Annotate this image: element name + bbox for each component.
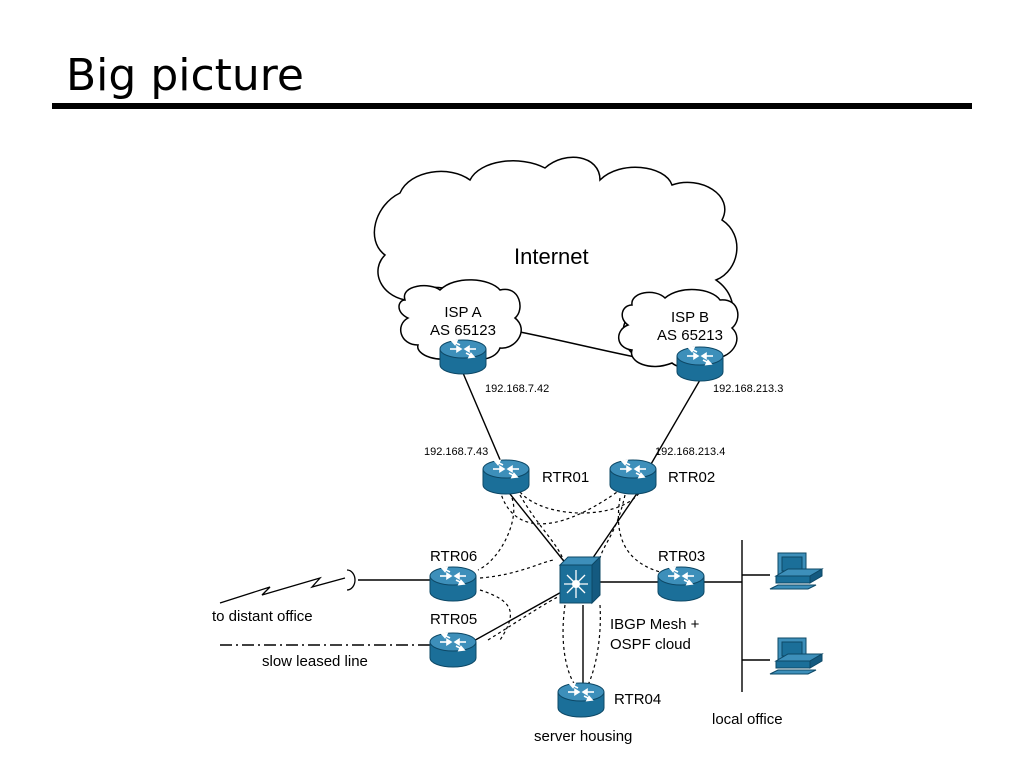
slide-title: Big picture (66, 50, 305, 101)
rtr01-label: RTR01 (542, 469, 589, 486)
title-rule (52, 103, 972, 109)
isp-a-cloud (398, 279, 522, 361)
rtr02-ip: 192.168.213.4 (655, 446, 725, 458)
rtr04-label: RTR04 (614, 691, 661, 708)
mesh-label-line2: OSPF cloud (610, 636, 691, 653)
rtr06-router-icon (429, 566, 477, 602)
isp-a-router-icon (439, 339, 487, 375)
workstation-icon (769, 552, 823, 590)
leased-line-caption: slow leased line (262, 653, 368, 670)
local-office-caption: local office (712, 711, 783, 728)
workstation-icon (769, 637, 823, 675)
rtr05-label: RTR05 (430, 611, 477, 628)
isp-a-ip: 192.168.7.42 (485, 383, 549, 395)
rtr02-label: RTR02 (668, 469, 715, 486)
rtr03-router-icon (657, 566, 705, 602)
distant-office-caption: to distant office (212, 608, 313, 625)
rtr04-router-icon (557, 682, 605, 718)
rtr02-router-icon (609, 459, 657, 495)
isp-b-name: ISP B (671, 309, 709, 326)
rtr01-router-icon (482, 459, 530, 495)
isp-b-ip: 192.168.213.3 (713, 383, 783, 395)
isp-b-as: AS 65213 (657, 327, 723, 344)
switch-icon (558, 555, 602, 605)
server-housing-caption: server housing (534, 728, 632, 745)
lightning-link-icon (219, 569, 356, 604)
internet-label: Internet (514, 244, 589, 269)
rtr05-router-icon (429, 632, 477, 668)
isp-b-router-icon (676, 346, 724, 382)
rtr03-label: RTR03 (658, 548, 705, 565)
isp-a-name: ISP A (444, 304, 481, 321)
ibgp-mesh-lines (477, 489, 661, 686)
rtr01-ip: 192.168.7.43 (424, 446, 488, 458)
isp-a-as: AS 65123 (430, 322, 496, 339)
mesh-label-line1: IBGP Mesh + (610, 616, 700, 633)
rtr06-label: RTR06 (430, 548, 477, 565)
